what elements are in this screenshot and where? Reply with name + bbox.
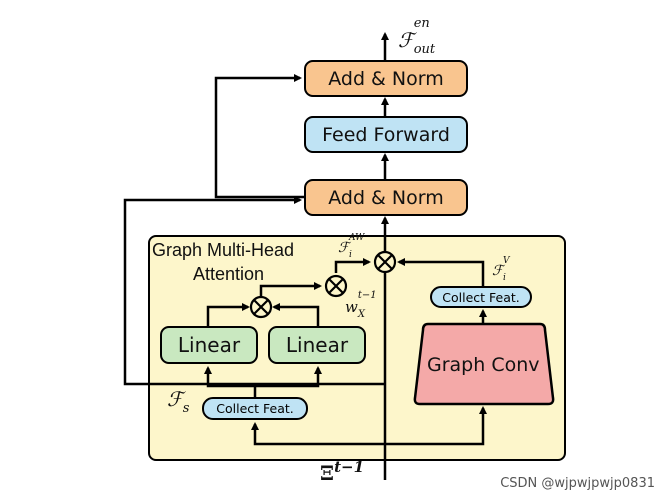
collect-feat-bottom-label: Collect Feat. (216, 401, 294, 416)
fs-main: ℱ (167, 387, 183, 411)
w-sup: t−1 (357, 290, 377, 301)
f-v-sub: i (503, 273, 506, 283)
multiply-node-3 (373, 250, 397, 274)
w-sub: X (357, 309, 365, 320)
f-out-sub: out (413, 42, 436, 57)
collect-feat-right-pill: Collect Feat. (430, 286, 532, 308)
f-aw-sup: AW (349, 233, 365, 243)
f-v-sup: V (503, 256, 510, 266)
f-aw-sub: i (349, 250, 352, 260)
f-s-label: ℱs (167, 387, 189, 416)
linear-left-label: Linear (177, 333, 241, 357)
f-aw-main: ℱ (338, 240, 350, 256)
graph-conv-label: Graph Conv (427, 354, 540, 376)
attention-title-line2: Attention (193, 264, 265, 284)
watermark-text: CSDN @wjpwjpwjp0831 (500, 476, 655, 491)
w-main: w (345, 298, 358, 316)
fs-sub: s (182, 401, 190, 416)
add-norm-mid-box: Add & Norm (304, 179, 468, 216)
graph-conv-shape (413, 322, 555, 406)
linear-right-label: Linear (285, 333, 349, 357)
f-out-main: ℱ (398, 28, 414, 52)
xi-input-label: Ξt−1 (320, 458, 365, 485)
collect-feat-bottom-pill: Collect Feat. (202, 397, 308, 420)
multiply-node-2 (324, 274, 348, 298)
f-out-sup: en (413, 16, 430, 31)
linear-left-box: Linear (160, 326, 258, 364)
add-norm-top-box: Add & Norm (304, 60, 468, 97)
feed-forward-box: Feed Forward (304, 116, 468, 153)
add-norm-mid-label: Add & Norm (328, 186, 444, 209)
f-v-main: ℱ (492, 263, 504, 279)
add-norm-top-label: Add & Norm (328, 67, 444, 90)
attention-title-line1: Graph Multi-Head (152, 240, 295, 260)
feed-forward-label: Feed Forward (322, 123, 450, 146)
linear-right-box: Linear (268, 326, 366, 364)
multiply-node-1 (249, 295, 273, 319)
xi-main: Ξ (320, 461, 335, 485)
collect-feat-right-label: Collect Feat. (442, 289, 520, 305)
xi-sup: t−1 (334, 458, 365, 476)
